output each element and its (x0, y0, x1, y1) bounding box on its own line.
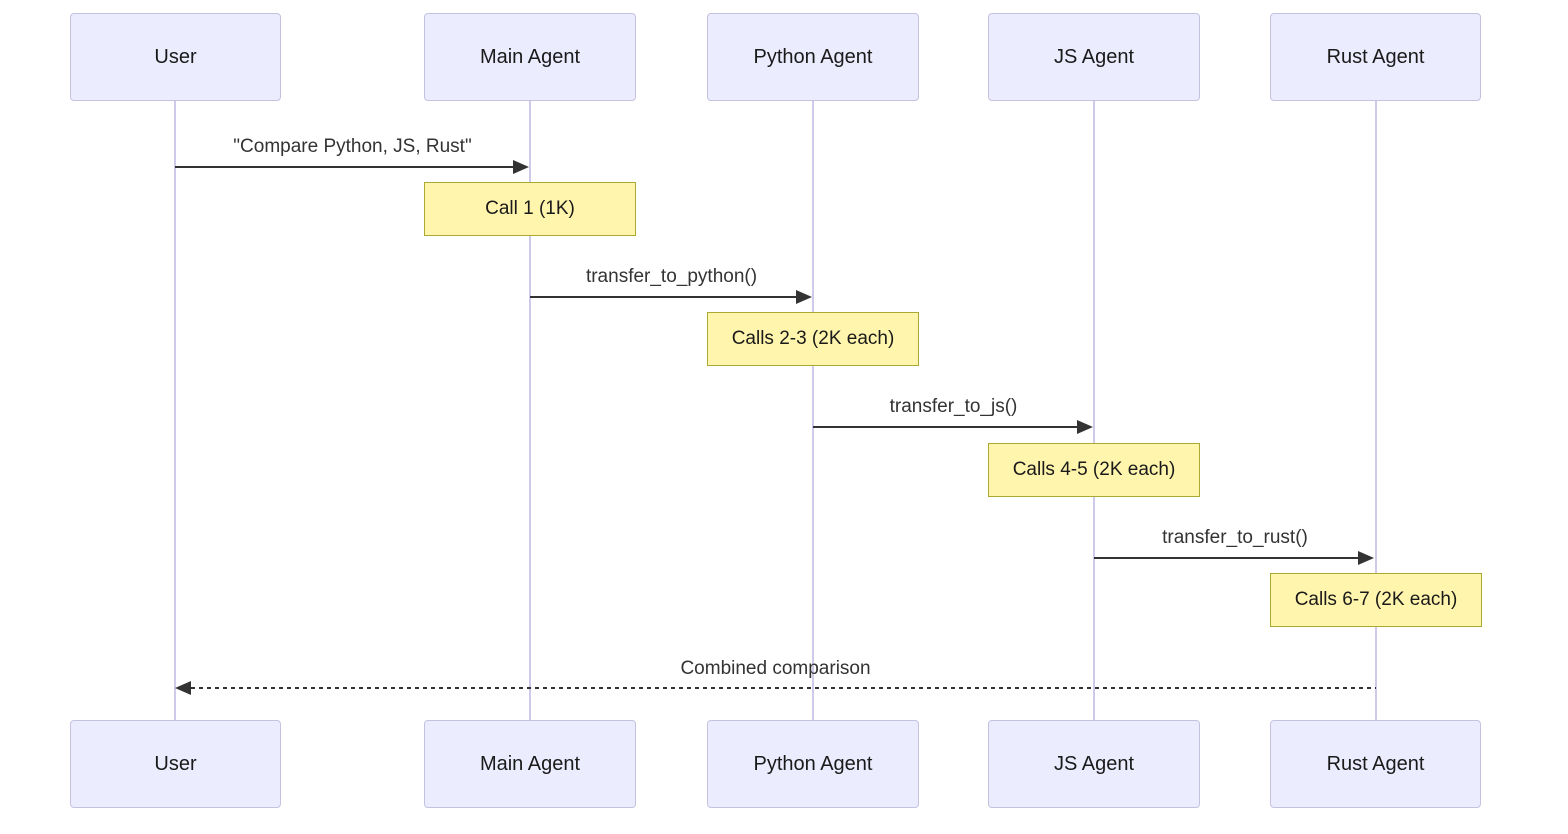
arrowhead-right-icon (1077, 420, 1093, 434)
actor-label: Main Agent (479, 752, 581, 775)
lifeline-rust-agent (1375, 101, 1377, 720)
message-line-combined-comparison (191, 687, 1376, 689)
note-calls-4-5: Calls 4-5 (2K each) (988, 443, 1200, 497)
actor-label: User (154, 45, 197, 68)
arrowhead-right-icon (1358, 551, 1374, 565)
actor-box-main-agent-bottom: Main Agent (424, 720, 636, 808)
note-calls-6-7: Calls 6-7 (2K each) (1270, 573, 1482, 627)
actor-box-user-bottom: User (70, 720, 281, 808)
arrowhead-left-icon (175, 681, 191, 695)
message-line-transfer-to-js (813, 426, 1079, 428)
actor-label: JS Agent (1053, 752, 1135, 775)
note-label: Calls 4-5 (2K each) (1012, 459, 1176, 480)
lifeline-user (174, 101, 176, 720)
message-label-compare: "Compare Python, JS, Rust" (233, 136, 472, 157)
arrowhead-right-icon (796, 290, 812, 304)
message-label-transfer-to-rust: transfer_to_rust() (1162, 527, 1308, 548)
message-label-transfer-to-python: transfer_to_python() (585, 266, 758, 287)
note-label: Calls 2-3 (2K each) (731, 328, 895, 349)
actor-box-user-top: User (70, 13, 281, 101)
message-label-transfer-to-js: transfer_to_js() (889, 396, 1018, 417)
note-label: Call 1 (1K) (485, 198, 575, 219)
lifeline-main-agent (529, 101, 531, 720)
note-label: Calls 6-7 (2K each) (1294, 589, 1458, 610)
actor-label: Rust Agent (1326, 45, 1425, 68)
actor-box-main-agent-top: Main Agent (424, 13, 636, 101)
actor-box-js-agent-bottom: JS Agent (988, 720, 1200, 808)
actor-label: Python Agent (753, 752, 873, 775)
note-calls-2-3: Calls 2-3 (2K each) (707, 312, 919, 366)
note-call-1: Call 1 (1K) (424, 182, 636, 236)
actor-box-python-agent-top: Python Agent (707, 13, 919, 101)
actor-box-python-agent-bottom: Python Agent (707, 720, 919, 808)
actor-box-rust-agent-top: Rust Agent (1270, 13, 1481, 101)
actor-box-js-agent-top: JS Agent (988, 13, 1200, 101)
lifeline-js-agent (1093, 101, 1095, 720)
arrowhead-right-icon (513, 160, 529, 174)
message-label-combined-comparison: Combined comparison (680, 658, 871, 679)
actor-label: JS Agent (1053, 45, 1135, 68)
message-line-transfer-to-rust (1094, 557, 1360, 559)
lifeline-python-agent (812, 101, 814, 720)
actor-label: Main Agent (479, 45, 581, 68)
actor-label: Python Agent (753, 45, 873, 68)
actor-label: User (154, 752, 197, 775)
message-line-transfer-to-python (530, 296, 798, 298)
actor-label: Rust Agent (1326, 752, 1425, 775)
message-line-compare (175, 166, 515, 168)
actor-box-rust-agent-bottom: Rust Agent (1270, 720, 1481, 808)
